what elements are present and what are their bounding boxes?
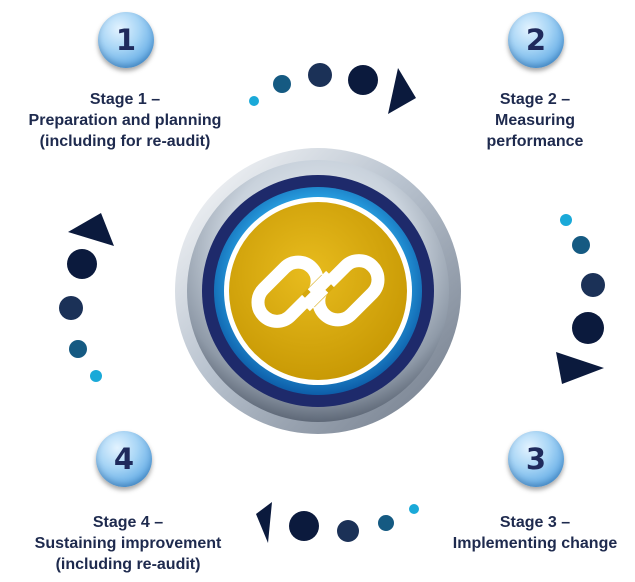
- cycle-arrow-icon: [388, 68, 416, 114]
- chain-link-logo-icon: [251, 254, 385, 328]
- central-emblem: [175, 148, 461, 434]
- stage-3-label: Stage 3 – Implementing change: [452, 514, 618, 552]
- stage-4-badge: 4: [96, 431, 152, 487]
- stage-3-number: 3: [525, 441, 547, 476]
- arrow-left: [59, 213, 114, 382]
- cycle-arrow-icon: [256, 502, 272, 543]
- cycle-arrow-icon: [68, 213, 114, 246]
- stage-1-label: Stage 1 – Preparation and planning (incl…: [28, 91, 222, 150]
- stage-4-number: 4: [113, 441, 135, 476]
- arrow-top: [249, 63, 416, 114]
- arrow-bottom: [256, 502, 419, 543]
- stage-2-badge: 2: [508, 12, 564, 68]
- stage-2-label: Stage 2 – Measuring performance: [486, 91, 584, 150]
- stage-4-label: Stage 4 – Sustaining improvement (includ…: [34, 514, 222, 573]
- cycle-arrow-icon: [556, 352, 604, 384]
- stage-1-badge: 1: [98, 12, 154, 68]
- stage-2-number: 2: [525, 22, 547, 57]
- stage-1-number: 1: [115, 22, 137, 57]
- stage-3-badge: 3: [508, 431, 564, 487]
- arrow-right: [556, 214, 605, 384]
